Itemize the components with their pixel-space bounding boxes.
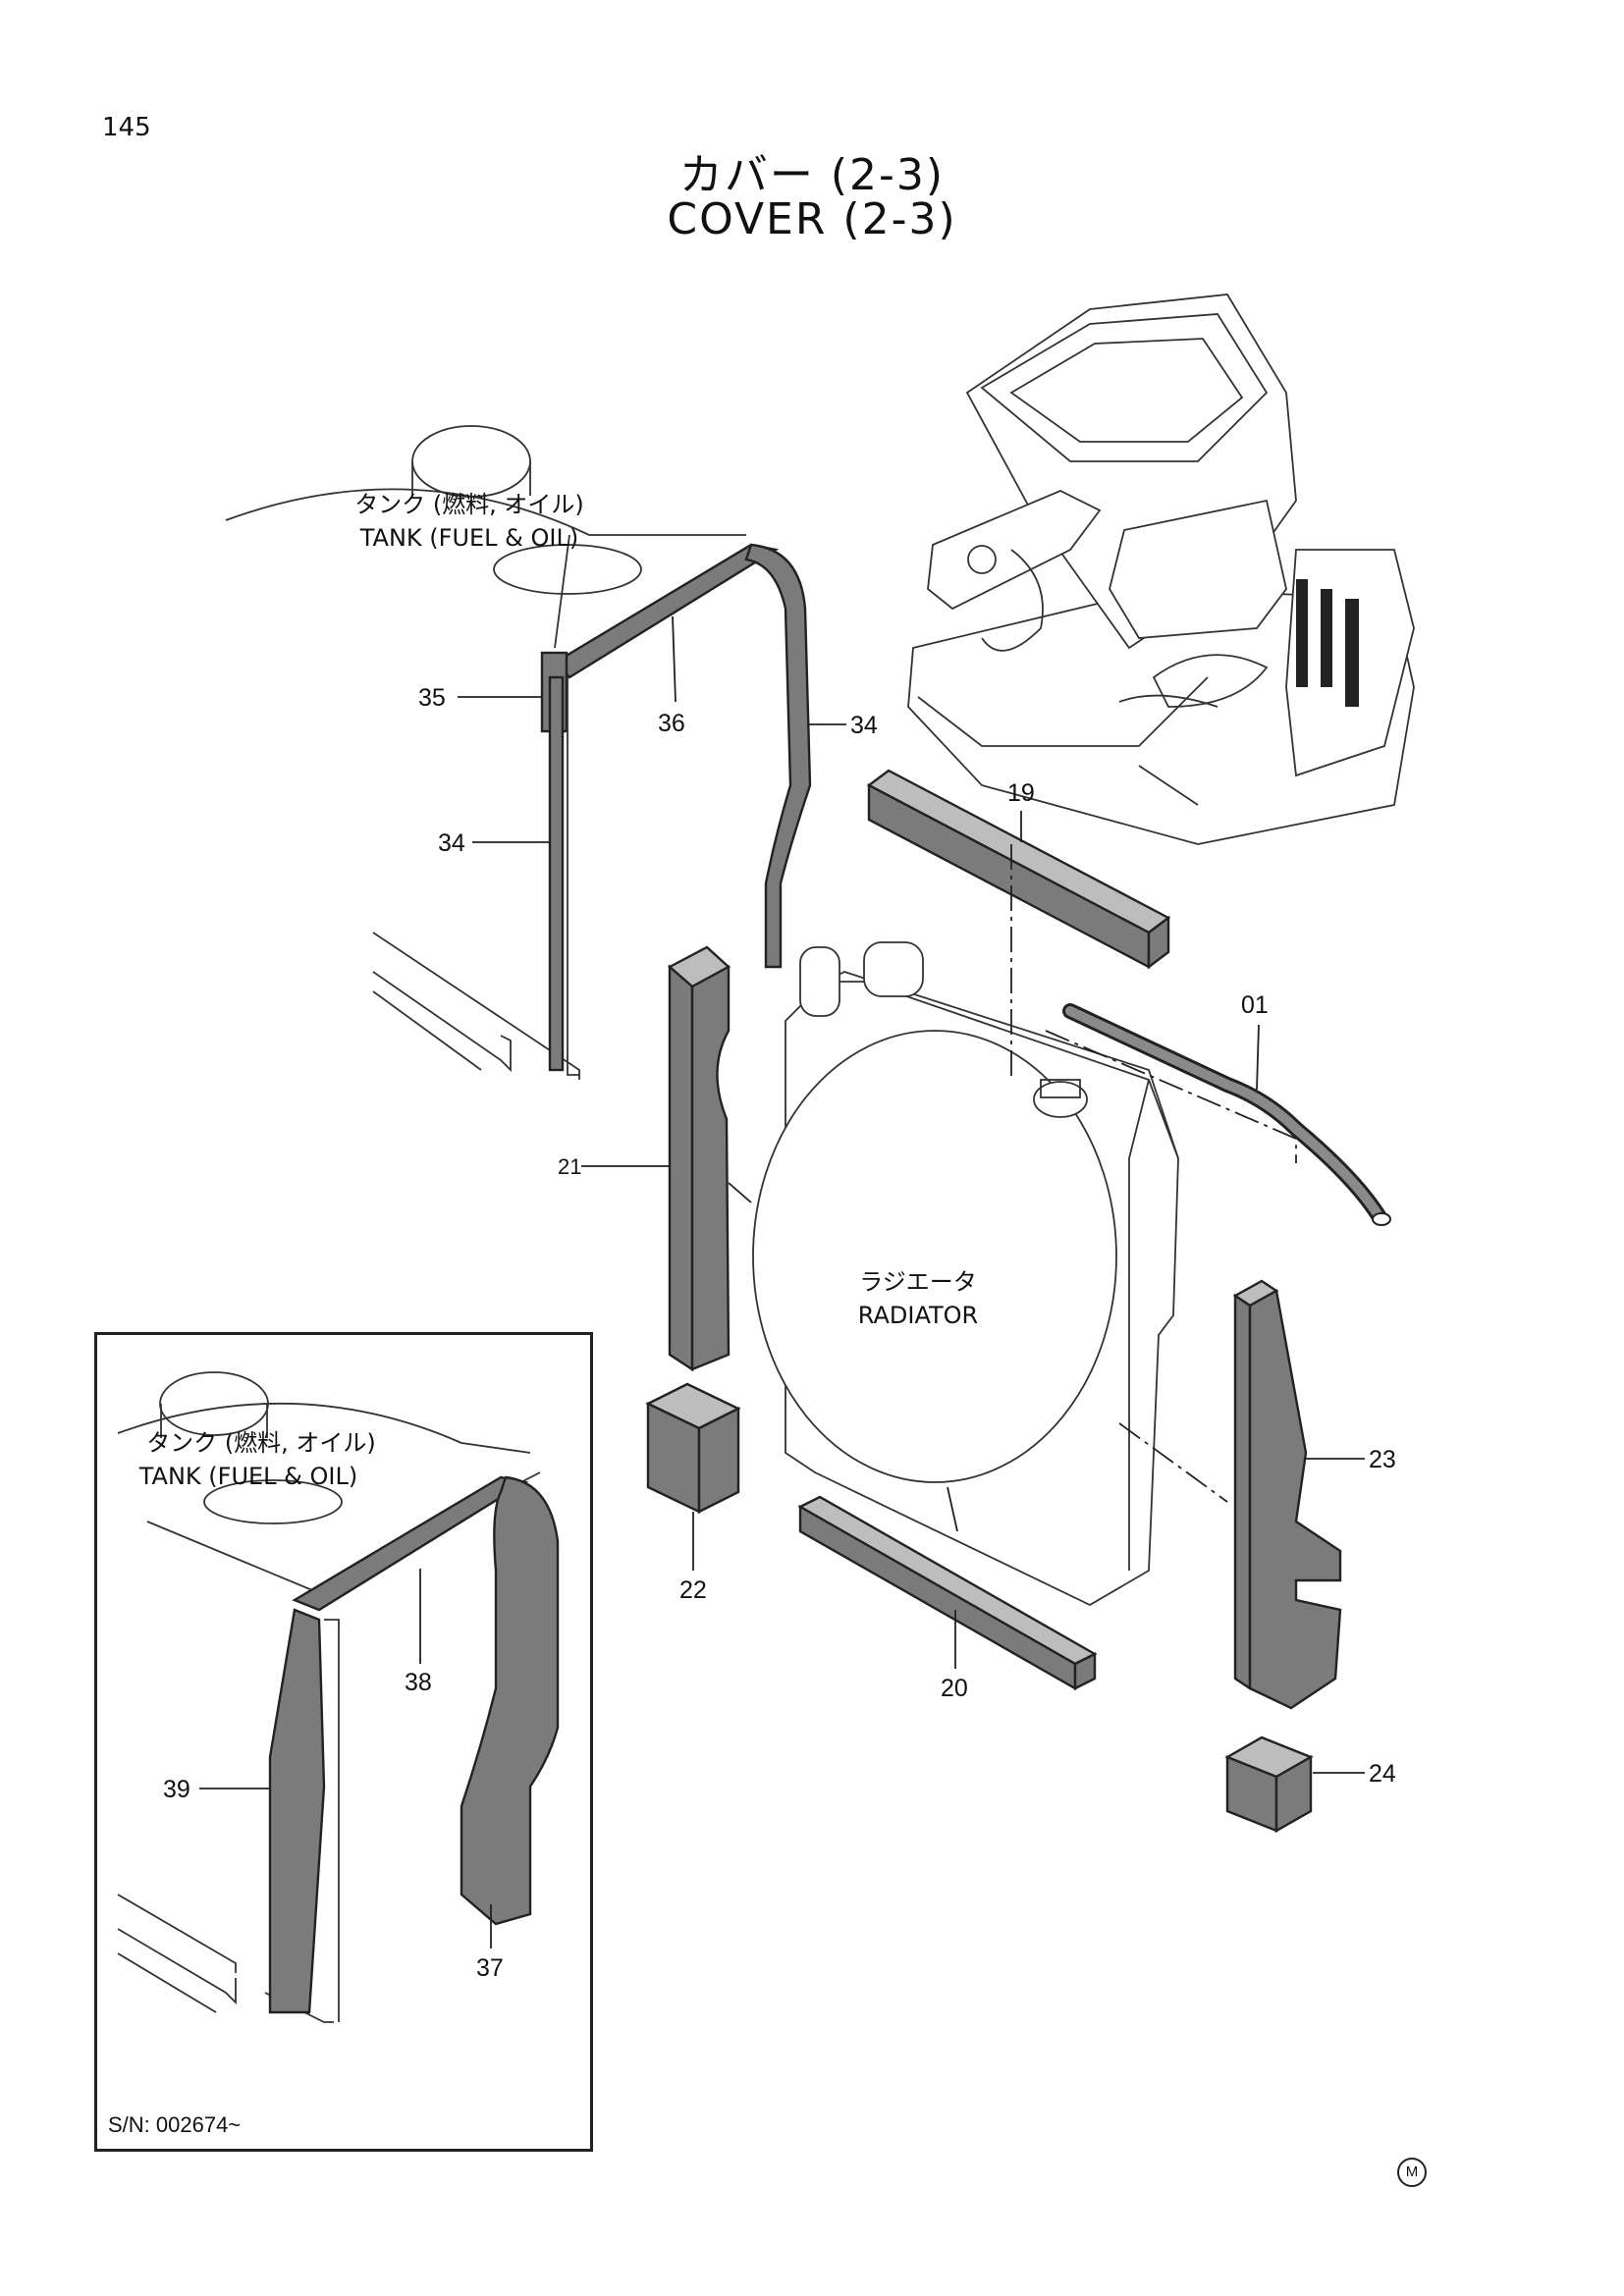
callouts-inset: 38 39 37 [163,1569,504,1982]
seal-parts-left [540,651,579,1076]
part-20-drawing [797,1495,1098,1691]
fuel-oil-tank-drawing [225,425,746,1080]
callout-38: 38 [405,1669,432,1696]
callout-34-right: 34 [850,712,878,739]
part-01-mounting-line [1045,1030,1297,1163]
part-01-drawing [1062,1003,1391,1226]
tank-label-en: TANK (FUEL & OIL) [359,524,578,552]
callout-19: 19 [1007,779,1035,807]
inset-serial-number: S/N: 002674~ [108,2112,242,2137]
inset-tank-label-jp: タンク (燃料, オイル) [146,1429,376,1457]
part-19-drawing [866,769,1171,970]
callout-20: 20 [941,1675,968,1702]
callouts-main: 35 36 34 34 19 01 21 22 20 23 24 [418,615,1396,1788]
callout-35: 35 [418,684,446,712]
tank-label-jp: タンク (燃料, オイル) [354,491,584,518]
callout-21: 21 [558,1154,581,1179]
page-title-english: COVER (2-3) [667,194,957,244]
callout-36: 36 [658,710,685,737]
callout-24: 24 [1369,1760,1396,1788]
callout-22: 22 [679,1576,707,1604]
tank-label-main: タンク (燃料, オイル) TANK (FUEL & OIL) [354,491,584,552]
serial-number-inset-frame [94,1332,593,2152]
tank-label-inset: タンク (燃料, オイル) TANK (FUEL & OIL) [138,1429,376,1490]
radiator-drawing [752,941,1179,1607]
page-number: 145 [102,113,151,142]
excavator-upper-structure-drawing [907,294,1415,845]
inset-tank-drawing [117,1371,560,2023]
part-23-drawing [1232,1279,1342,1710]
part-21-drawing [667,945,731,1372]
callout-39: 39 [163,1776,190,1803]
page-title-japanese: カバー (2-3) [678,150,946,200]
callout-37: 37 [476,1954,504,1982]
radiator-label-jp: ラジエータ [859,1268,977,1296]
part-21-pointer [728,1182,752,1203]
circled-m-mark: M [1397,2158,1427,2187]
part-20-pointer [947,1486,958,1532]
callout-23: 23 [1369,1446,1396,1473]
callout-01: 01 [1241,991,1269,1019]
inset-tank-label-en: TANK (FUEL & OIL) [138,1463,357,1490]
part-22-drawing [645,1382,741,1514]
seal-parts-top [553,543,812,969]
part-23-centre-line [1118,1422,1228,1503]
callout-34-left: 34 [438,829,465,857]
radiator-label-en: RADIATOR [858,1302,978,1329]
radiator-label: ラジエータ RADIATOR [858,1268,978,1329]
part-24-drawing [1224,1735,1314,1834]
